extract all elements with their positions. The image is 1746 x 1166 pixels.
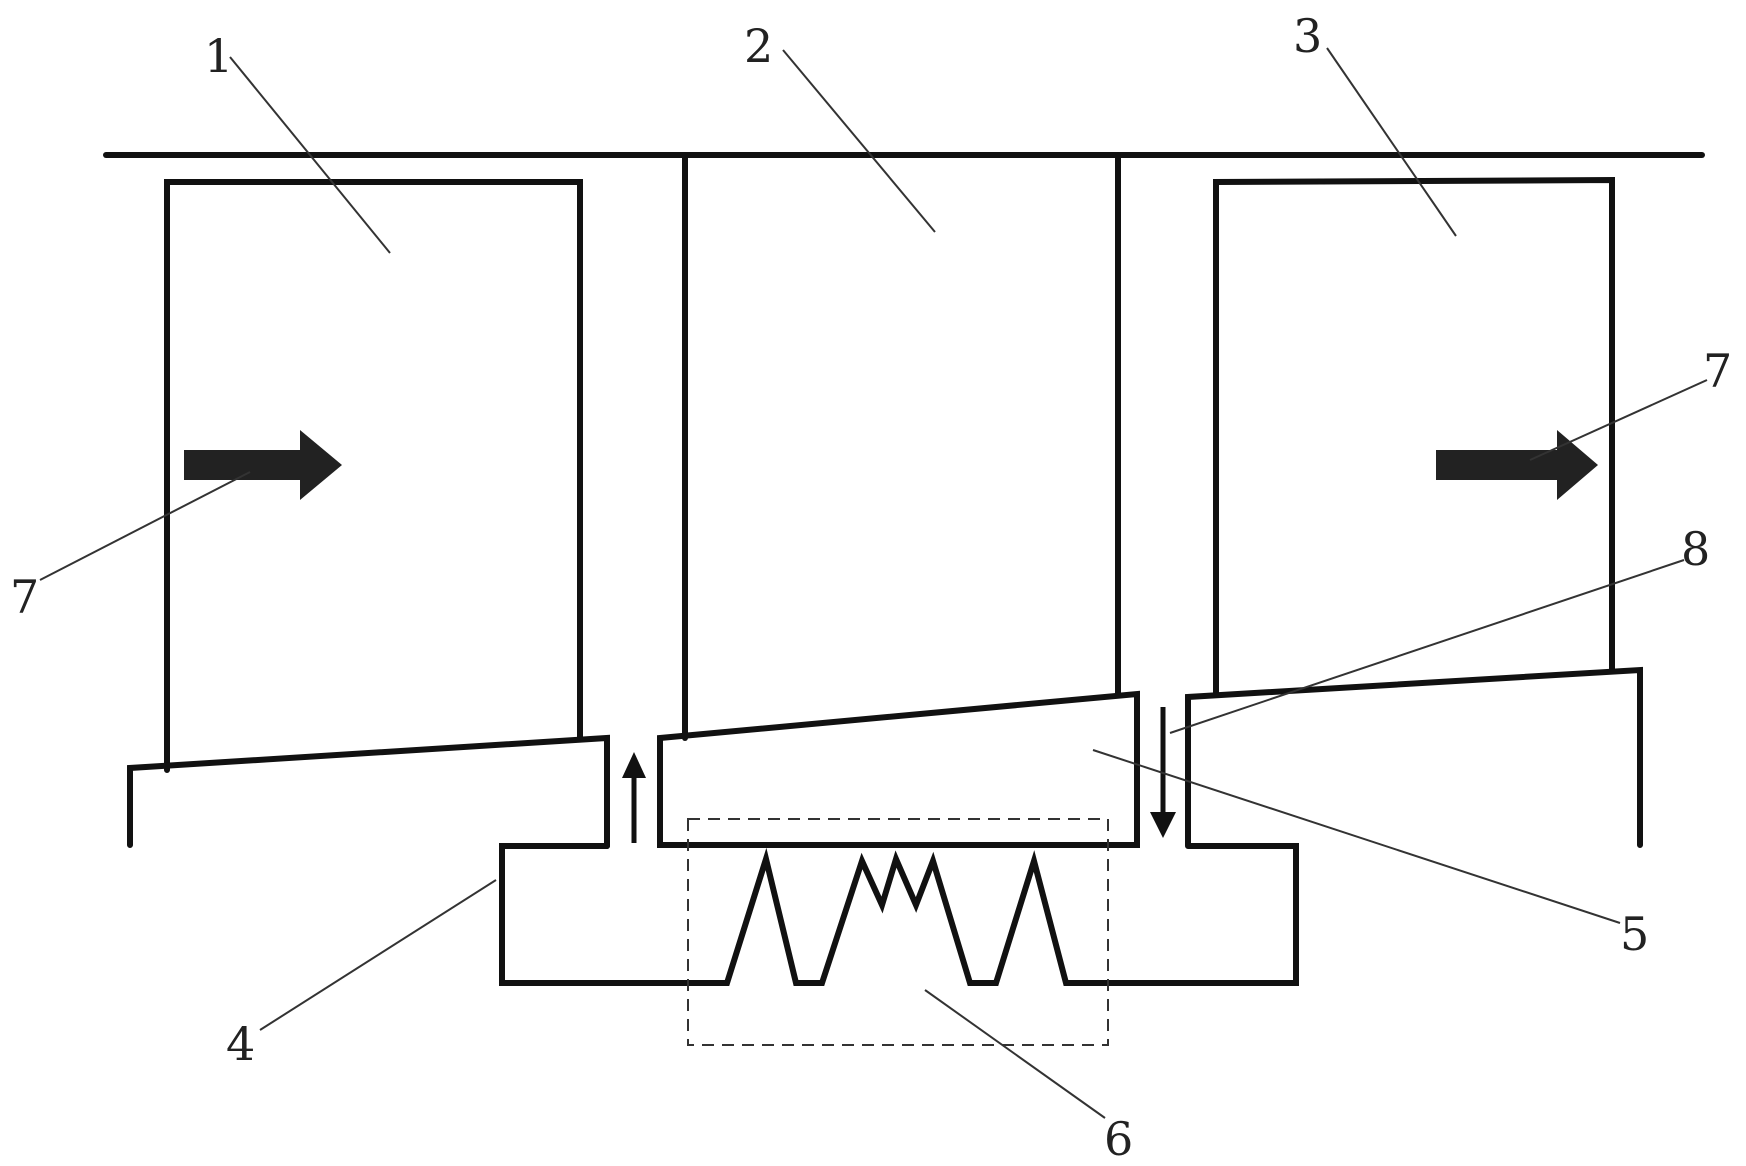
label-6: 6 [1104, 1112, 1133, 1166]
leader-7-right [1529, 379, 1708, 461]
blade-1-body [164, 179, 583, 773]
label-5: 5 [1620, 907, 1649, 961]
cavity-arrow-down-8 [1150, 707, 1176, 838]
label-3: 3 [1293, 9, 1322, 63]
blade-3-platform [1185, 666, 1643, 848]
label-1: 1 [204, 29, 233, 83]
label-7-right: 7 [1703, 344, 1732, 398]
cavity-arrow-up [622, 752, 646, 843]
main-flow-arrow-left [184, 430, 342, 500]
leader-6 [924, 989, 1106, 1119]
leader-5 [1092, 749, 1621, 924]
leader-3 [1326, 47, 1457, 237]
blade-1-platform [127, 734, 610, 849]
leader-1 [229, 56, 391, 254]
rotor-disk-4 [499, 843, 1299, 986]
label-2: 2 [744, 19, 773, 73]
leader-7-left [39, 471, 251, 581]
leader-2 [782, 49, 936, 233]
leader-8 [1169, 559, 1685, 734]
label-8: 8 [1681, 522, 1710, 576]
blade-3-body [1213, 176, 1615, 697]
labyrinth-region-6 [687, 818, 1109, 1046]
label-4: 4 [226, 1017, 255, 1071]
leader-4 [259, 879, 497, 1031]
label-7-left: 7 [10, 570, 39, 624]
inner-shroud-5 [657, 690, 1140, 848]
